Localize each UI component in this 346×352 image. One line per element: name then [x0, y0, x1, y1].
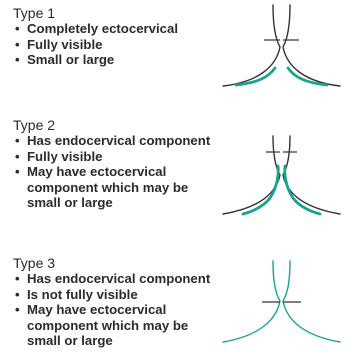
- type-1-bullet-3: Small or large: [13, 52, 218, 68]
- type-2-block: Type 2 Has endocervical component Fully …: [13, 117, 218, 211]
- type-3-bullet-3: May have ectocervical component which ma…: [13, 302, 218, 349]
- type-1-diagram: [218, 2, 346, 98]
- type-2-bullet-1: Has endocervical component: [13, 133, 218, 149]
- type-2-diagram: [218, 128, 346, 224]
- type-2-right-wall: [283, 136, 340, 214]
- type-1-list: Completely ectocervical Fully visible Sm…: [13, 21, 218, 68]
- type-2-list: Has endocervical component Fully visible…: [13, 133, 218, 211]
- type-2-title: Type 2: [13, 117, 218, 133]
- type-2-bullet-2: Fully visible: [13, 149, 218, 165]
- type-3-list: Has endocervical component Is not fully …: [13, 271, 218, 349]
- type-2-left-wall: [223, 136, 280, 214]
- type-3-bullet-1: Has endocervical component: [13, 271, 218, 287]
- type-1-bullet-1: Completely ectocervical: [13, 21, 218, 37]
- type-3-diagram: [218, 256, 346, 352]
- type-1-bullet-2: Fully visible: [13, 37, 218, 53]
- type-3-bullet-2: Is not fully visible: [13, 287, 218, 303]
- type-1-title: Type 1: [13, 5, 218, 21]
- type-3-block: Type 3 Has endocervical component Is not…: [13, 255, 218, 349]
- type-3-title: Type 3: [13, 255, 218, 271]
- type-2-bullet-3: May have ectocervical component which ma…: [13, 164, 218, 211]
- type-1-block: Type 1 Completely ectocervical Fully vis…: [13, 5, 218, 68]
